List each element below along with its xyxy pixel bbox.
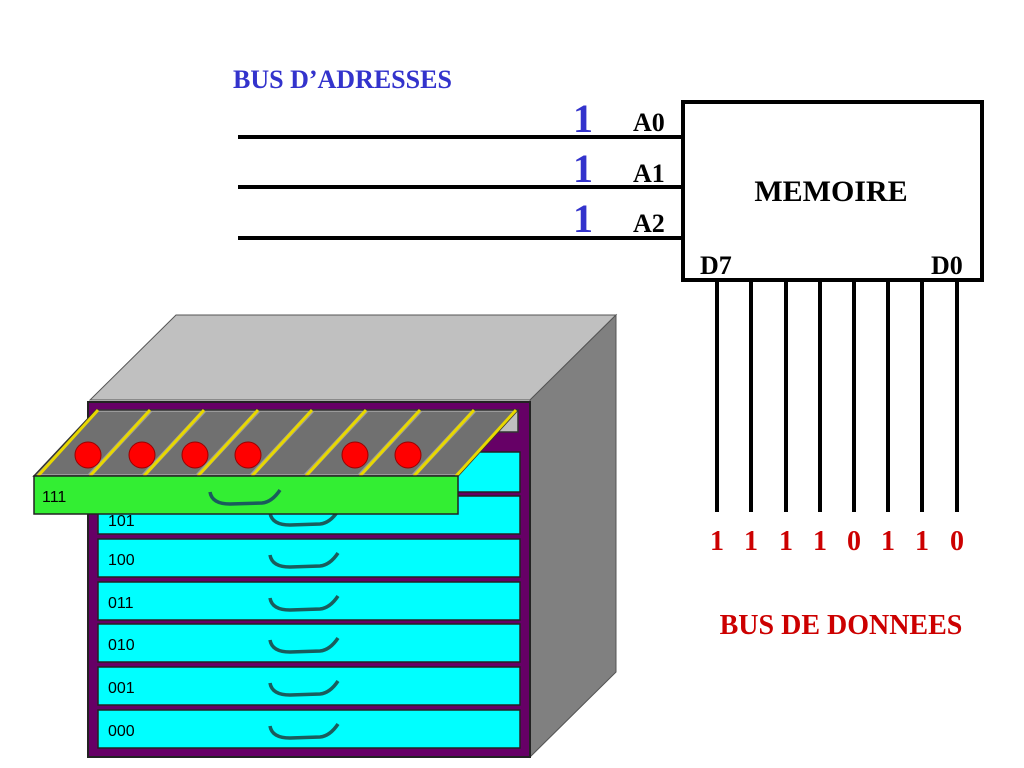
drawer-handle-icon <box>268 723 340 740</box>
address-name-a0: A0 <box>633 108 665 137</box>
open-drawer-111[interactable]: 111 <box>32 408 520 515</box>
address-name-a2: A2 <box>633 209 665 238</box>
drawer-011[interactable]: 011 <box>97 581 521 621</box>
address-value-a1: 1 <box>573 146 593 191</box>
drawer-label-001: 001 <box>108 680 135 697</box>
data-bit-d0: 0 <box>950 526 964 557</box>
drawer-handle-icon <box>268 637 340 654</box>
drawer-label-010: 010 <box>108 637 135 654</box>
drawer-dividers <box>36 408 518 478</box>
data-bit-d5: 1 <box>779 526 793 557</box>
drawer-handle-icon <box>208 489 282 506</box>
data-bit-d7: 1 <box>710 526 724 557</box>
drawer-handle-icon <box>268 595 340 612</box>
bit-ball <box>234 441 262 469</box>
data-bit-d1: 1 <box>915 526 929 557</box>
drawer-100[interactable]: 100 <box>97 538 521 578</box>
drawer-001[interactable]: 001 <box>97 666 521 706</box>
drawer-010[interactable]: 010 <box>97 623 521 663</box>
address-name-a1: A1 <box>633 159 665 188</box>
address-value-a2: 1 <box>573 196 593 241</box>
drawer-handle-icon <box>268 510 340 527</box>
bit-ball <box>74 441 102 469</box>
drawer-handle-icon <box>268 680 340 697</box>
memory-msb-label: D7 <box>700 251 732 280</box>
drawer-label-000: 000 <box>108 723 135 740</box>
data-bit-d3: 0 <box>847 526 861 557</box>
data-bus-title: BUS DE DONNEES <box>720 610 963 641</box>
address-value-a0: 1 <box>573 96 593 141</box>
memory-label: MEMOIRE <box>754 175 907 208</box>
drawer-label-100: 100 <box>108 552 135 569</box>
data-bus-lines <box>715 282 959 512</box>
drawer-label-101: 101 <box>108 513 135 530</box>
open-drawer-front[interactable] <box>33 475 459 515</box>
data-bit-d6: 1 <box>744 526 758 557</box>
cabinet-top <box>88 314 618 401</box>
data-bus-bits: 1 1 1 1 0 1 1 0 <box>710 526 964 557</box>
bit-ball <box>394 441 422 469</box>
data-bit-d2: 1 <box>881 526 895 557</box>
drawer-label-011: 011 <box>108 595 134 612</box>
drawer-cabinet: 000 001 010 011 100 101 <box>87 313 618 759</box>
address-bus-title: BUS D’ADRESSES <box>233 65 452 94</box>
drawer-bit-balls <box>74 441 422 469</box>
bit-ball <box>181 441 209 469</box>
drawer-handle-icon <box>268 552 340 569</box>
memory-lsb-label: D0 <box>931 251 963 280</box>
memory-block <box>681 100 984 282</box>
data-bit-d4: 1 <box>813 526 827 557</box>
bit-ball <box>341 441 369 469</box>
drawer-000[interactable]: 000 <box>97 709 521 749</box>
open-drawer-label: 111 <box>42 489 66 506</box>
bit-ball <box>128 441 156 469</box>
